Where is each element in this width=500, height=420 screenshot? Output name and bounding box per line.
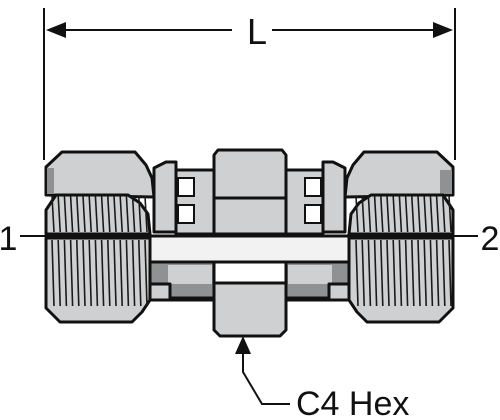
thread-line <box>442 239 446 307</box>
left-threads <box>51 195 148 307</box>
thread-line <box>398 195 403 233</box>
thread-line <box>380 239 384 307</box>
right-slot-top <box>304 177 322 197</box>
callout-arrowhead <box>235 336 251 354</box>
thread-line <box>417 239 421 307</box>
thread-line <box>361 195 365 233</box>
thread-line <box>429 195 434 233</box>
right-nut-shadow <box>440 170 452 194</box>
thread-line <box>373 239 378 307</box>
thread-line <box>125 195 130 233</box>
thread-line <box>88 195 92 233</box>
thread-line <box>76 195 80 233</box>
right-threads <box>355 195 452 307</box>
thread-line <box>435 239 440 307</box>
dimension-label: L <box>247 11 267 52</box>
thread-line <box>119 195 123 233</box>
thread-line <box>69 239 74 307</box>
thread-line <box>144 239 148 307</box>
thread-line <box>367 239 372 307</box>
left-slot-bottom <box>177 204 195 224</box>
thread-line <box>63 239 68 307</box>
thread-line <box>448 195 452 233</box>
left-shell-step <box>148 282 216 302</box>
thread-line <box>144 195 148 233</box>
thread-line <box>119 239 123 307</box>
thread-line <box>423 195 427 233</box>
left-swivel-nut <box>44 150 178 324</box>
thread-line <box>423 239 427 307</box>
left-slot-top <box>177 177 195 197</box>
thread-line <box>57 239 61 307</box>
thread-line <box>448 239 452 307</box>
arrowhead-left <box>46 22 66 38</box>
port-label-2: 2 <box>481 220 500 258</box>
center-hex-bottom <box>212 281 288 338</box>
arrowhead-right <box>433 22 453 38</box>
port-label-1: 1 <box>0 220 17 258</box>
thread-line <box>355 239 359 307</box>
thread-line <box>380 195 384 233</box>
thread-line <box>76 239 80 307</box>
right-nut-collar <box>321 160 347 234</box>
thread-line <box>131 195 136 233</box>
thread-line <box>435 195 440 233</box>
thread-line <box>69 195 74 233</box>
thread-line <box>82 195 86 233</box>
right-internal-cone-light <box>288 265 332 284</box>
thread-line <box>107 195 111 233</box>
thread-line <box>355 195 359 233</box>
inner-shell <box>148 148 351 338</box>
right-nut-hex-top <box>343 150 455 199</box>
thread-line <box>138 239 142 307</box>
thread-line <box>361 239 365 307</box>
center-hex-mid <box>212 196 288 236</box>
thread-line <box>367 195 372 233</box>
right-slot-bottom <box>304 204 322 224</box>
thread-line <box>404 239 409 307</box>
thread-line <box>386 195 390 233</box>
thread-line <box>429 239 434 307</box>
thread-line <box>131 239 136 307</box>
thread-line <box>411 239 415 307</box>
center-hex-top <box>212 148 288 200</box>
thread-line <box>100 239 105 307</box>
thread-line <box>125 239 130 307</box>
left-nut-collar <box>152 160 178 234</box>
thread-line <box>386 239 390 307</box>
thread-line <box>373 195 378 233</box>
callout-leader <box>242 352 290 405</box>
thread-line <box>113 195 117 233</box>
thread-line <box>138 195 142 233</box>
thread-line <box>107 239 111 307</box>
thread-line <box>392 239 396 307</box>
thread-line <box>82 239 86 307</box>
left-nut-shadow <box>47 168 54 194</box>
right-swivel-nut <box>321 150 455 324</box>
thread-line <box>94 195 99 233</box>
thread-line <box>94 239 99 307</box>
thread-line <box>51 239 55 307</box>
thread-line <box>51 195 55 233</box>
thread-line <box>100 195 105 233</box>
left-nut-hex-top <box>44 150 156 199</box>
thread-line <box>404 195 409 233</box>
thread-line <box>57 195 61 233</box>
callout-label: C4 Hex <box>296 385 409 420</box>
thread-line <box>411 195 415 233</box>
left-internal-cone-light <box>168 265 212 284</box>
hex-callout: C4 Hex <box>235 336 409 420</box>
thread-line <box>442 195 446 233</box>
thread-line <box>113 239 117 307</box>
thread-line <box>88 239 92 307</box>
thread-line <box>398 239 403 307</box>
right-shell-step <box>284 282 351 302</box>
thread-line <box>392 195 396 233</box>
through-bore <box>148 234 351 264</box>
thread-line <box>63 195 68 233</box>
length-dimension: L <box>43 8 456 160</box>
thread-line <box>417 195 421 233</box>
